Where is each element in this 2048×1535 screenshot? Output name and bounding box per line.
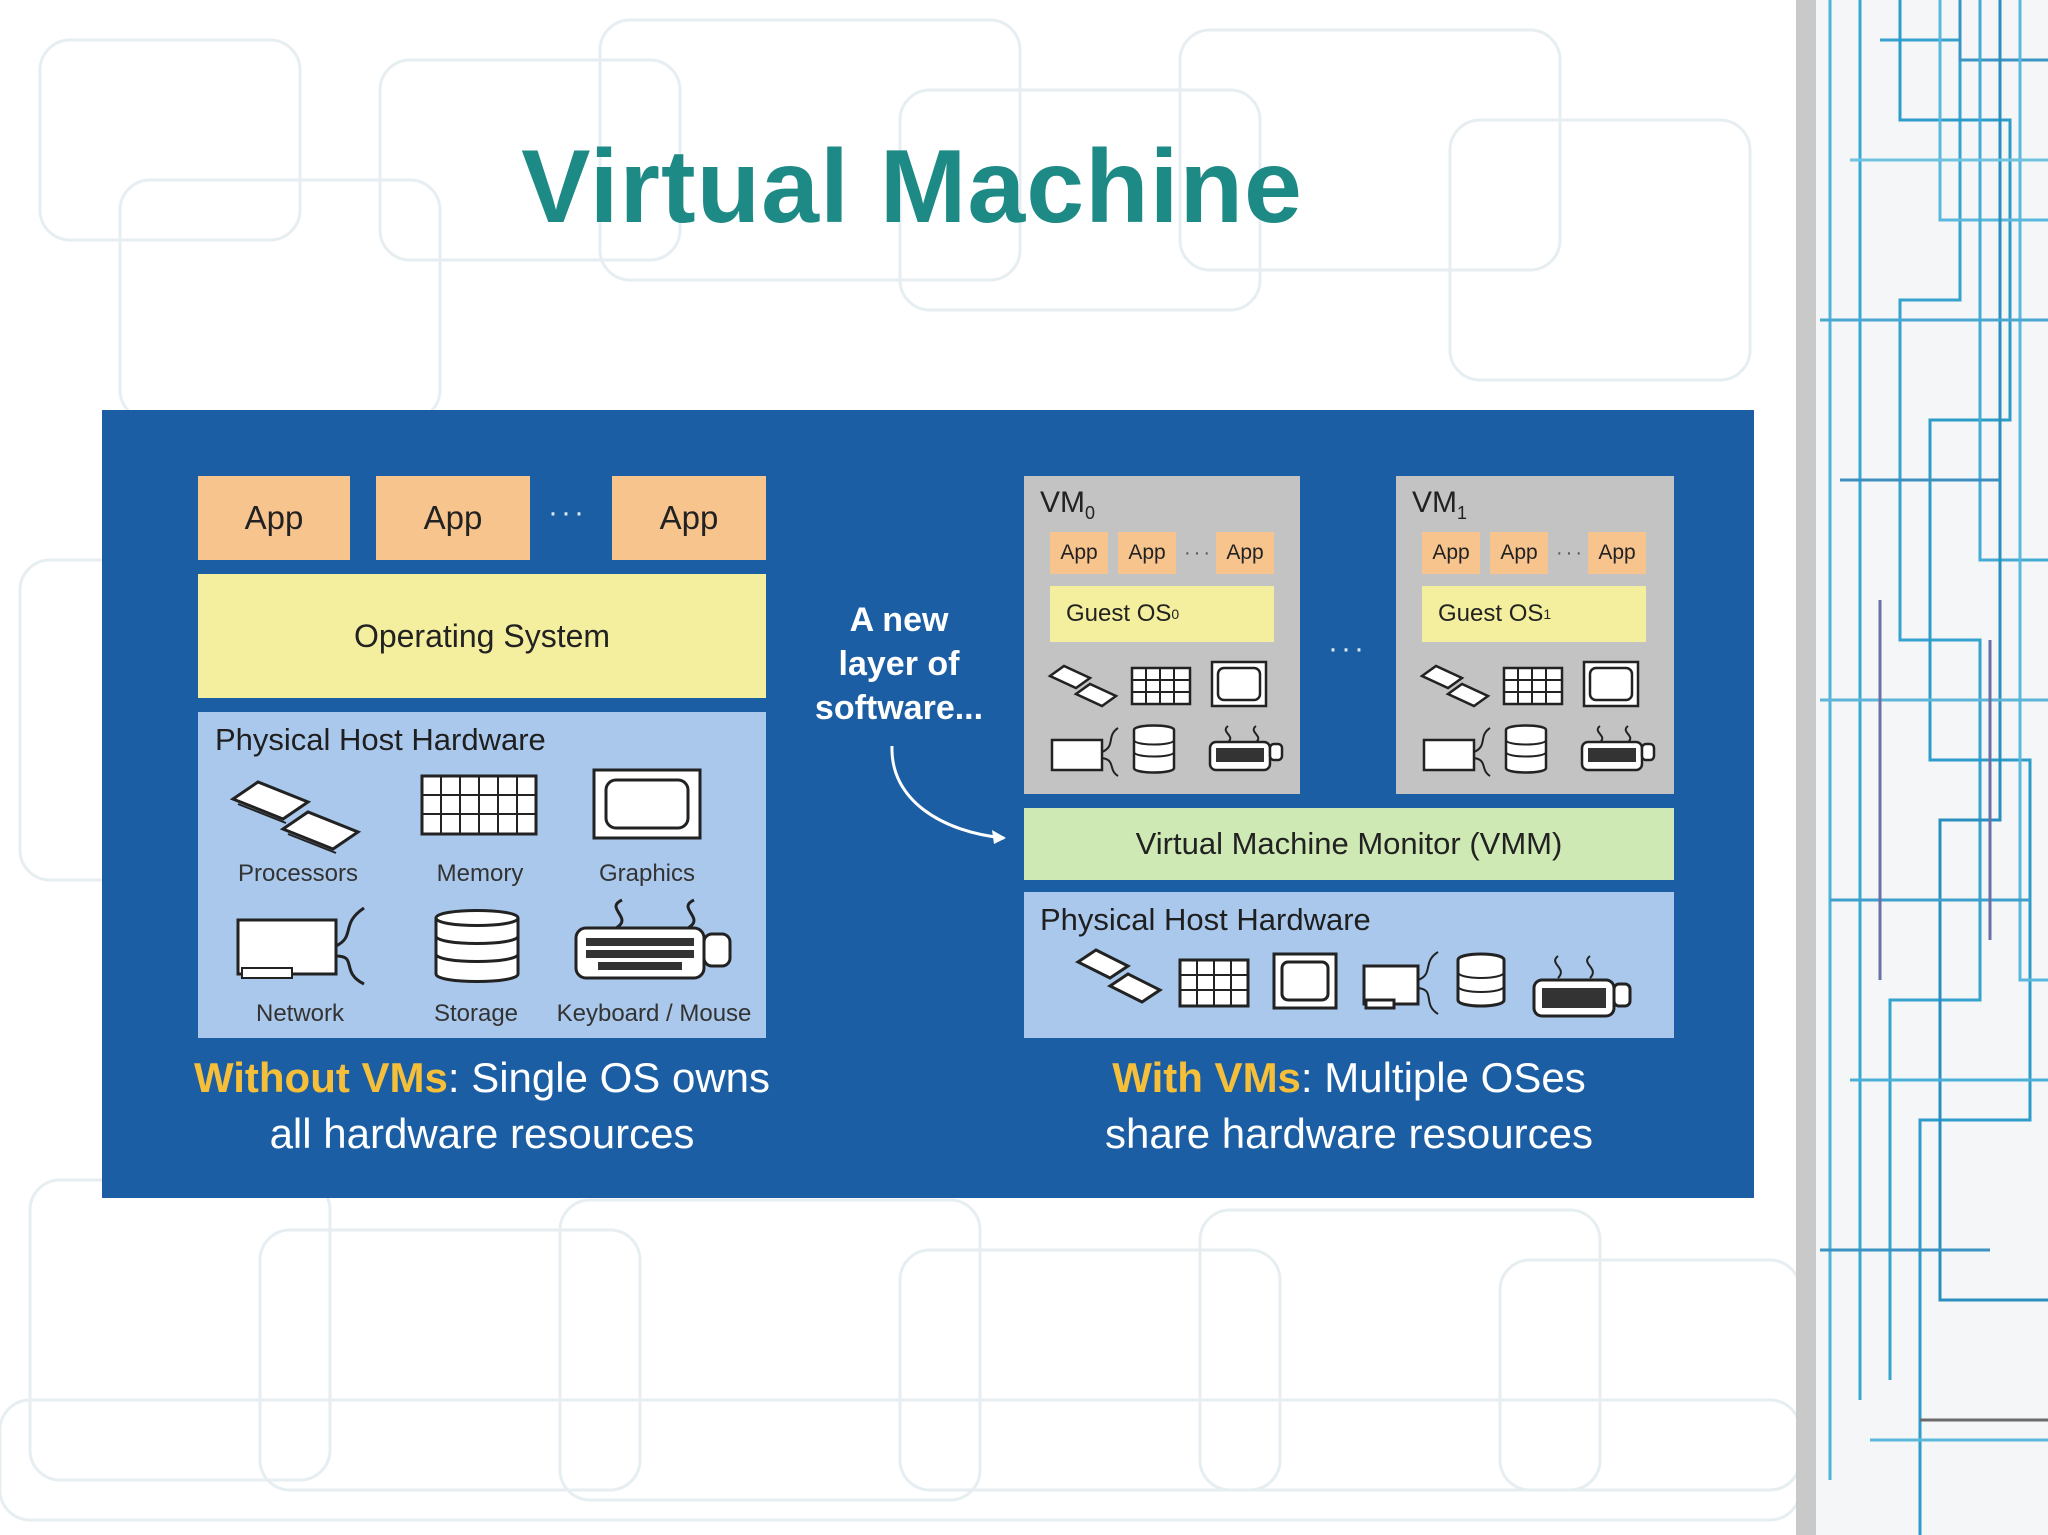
processors-icon <box>229 780 362 854</box>
vm-diagram: App App ··· App Operating System Physica… <box>102 410 1754 1198</box>
vm-1-app-ellipsis: ··· <box>1556 542 1585 564</box>
vm-0-app-ellipsis: ··· <box>1184 542 1213 564</box>
vm-ellipsis: ··· <box>1328 632 1367 665</box>
new-layer-line2: layer of <box>838 645 960 683</box>
vm-0-app-3: App <box>1216 532 1274 574</box>
device-label-graphics: Graphics <box>598 860 696 887</box>
vm-1-app-2: App <box>1490 532 1548 574</box>
vm-1-hardware-icons <box>1419 660 1656 777</box>
virtual-machine-monitor: Virtual Machine Monitor (VMM) <box>1024 808 1674 880</box>
vm-1-app-3: App <box>1588 532 1646 574</box>
right-caption: With VMs: Multiple OSes share hardware r… <box>1002 1050 1696 1162</box>
vm-1-app-1: App <box>1422 532 1480 574</box>
left-operating-system: Operating System <box>198 574 766 698</box>
device-label-processors: Processors <box>237 860 359 887</box>
right-caption-line2: share hardware resources <box>1105 1110 1593 1157</box>
right-physical-host-hardware: Physical Host Hardware <box>1024 892 1674 1038</box>
left-caption-line1: : Single OS owns <box>447 1054 771 1101</box>
new-layer-line3: software... <box>814 689 984 727</box>
left-app-2: App <box>376 476 530 560</box>
new-layer-annotation: A new layer of software... <box>784 598 1014 730</box>
slide-title: Virtual Machine <box>521 129 1303 245</box>
right-hardware-title: Physical Host Hardware <box>1040 902 1371 937</box>
device-label-network: Network <box>255 1000 345 1027</box>
device-label-memory: Memory <box>436 860 524 887</box>
memory-icon <box>420 774 538 836</box>
network-icon <box>236 906 365 986</box>
device-label-storage: Storage <box>433 1000 519 1027</box>
left-app-1: App <box>198 476 350 560</box>
left-app-3: App <box>612 476 766 560</box>
right-hardware-icons <box>1075 948 1632 1018</box>
storage-icon <box>434 909 520 983</box>
vm-0-app-1: App <box>1050 532 1108 574</box>
vm-0-title: VM0 <box>1040 486 1096 523</box>
new-layer-line1: A new <box>849 601 949 639</box>
right-caption-highlight: With VMs <box>1112 1054 1301 1101</box>
vm-1-title: VM1 <box>1412 486 1468 523</box>
left-caption-highlight: Without VMs <box>193 1054 448 1101</box>
left-app-ellipsis: ··· <box>548 496 587 529</box>
keyboard-mouse-icon <box>574 898 732 980</box>
left-hardware-title: Physical Host Hardware <box>215 722 546 757</box>
graphics-icon <box>592 768 702 840</box>
device-label-keyboard-mouse: Keyboard / Mouse <box>556 1000 752 1027</box>
left-physical-host-hardware: Physical Host Hardware Processors Memory <box>198 712 766 1038</box>
left-caption: Without VMs: Single OS owns all hardware… <box>142 1050 822 1162</box>
vm-0-hardware-icons <box>1047 660 1284 777</box>
right-caption-line1: : Multiple OSes <box>1300 1054 1586 1101</box>
left-caption-line2: all hardware resources <box>269 1110 695 1157</box>
vm-0-app-2: App <box>1118 532 1176 574</box>
arrow-icon <box>890 745 1006 844</box>
